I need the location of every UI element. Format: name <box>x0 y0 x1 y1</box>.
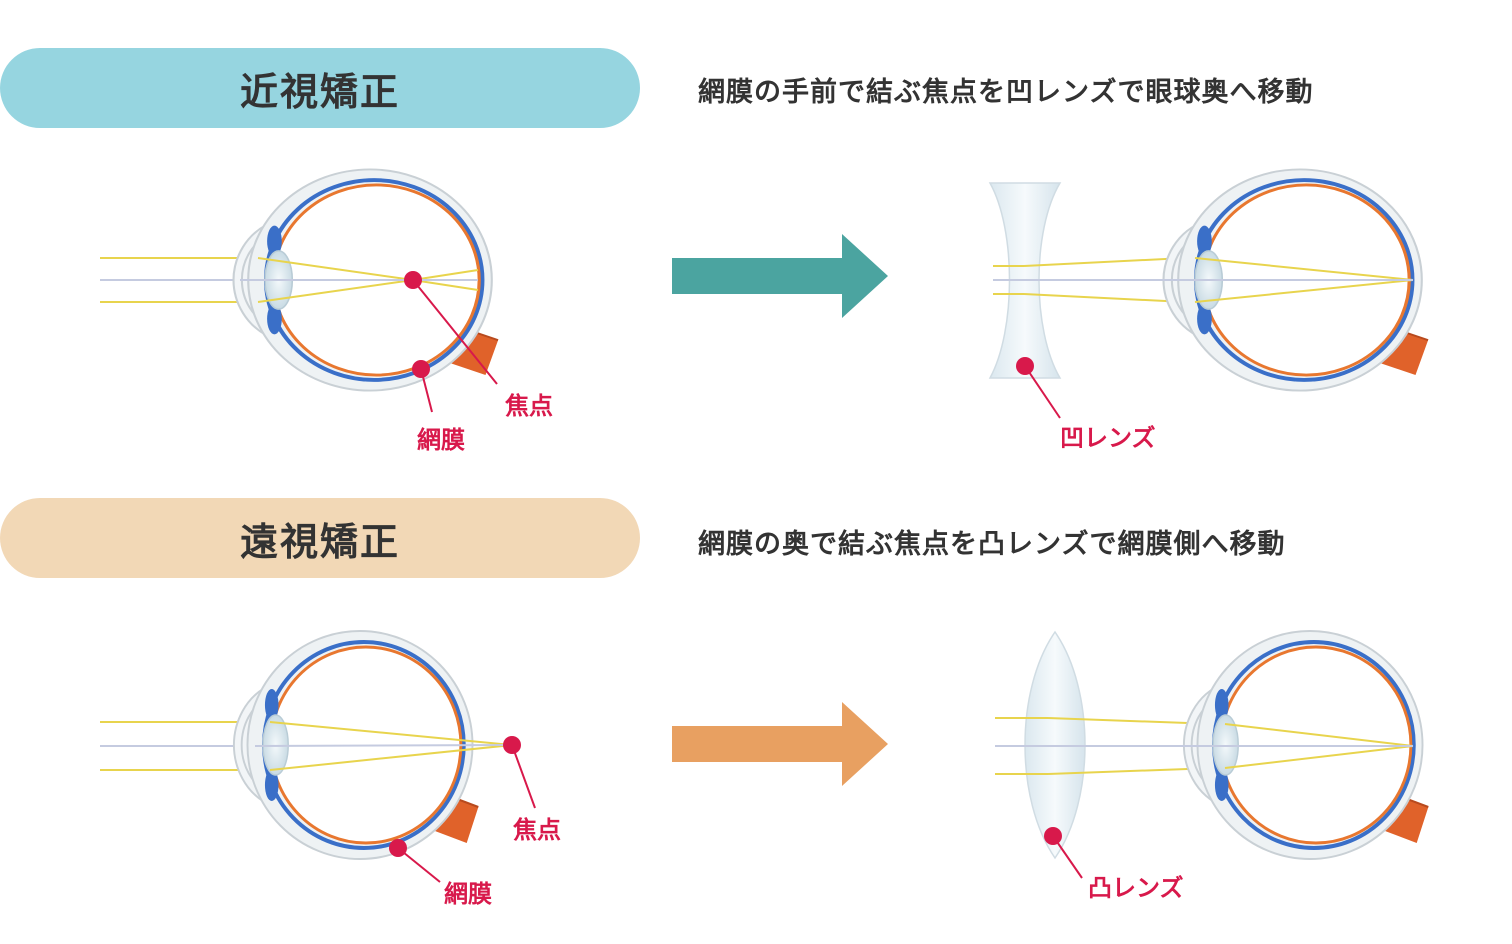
concave-lens-label: 凹レンズ <box>1060 424 1156 452</box>
hyperopia-retina-label: 網膜 <box>444 880 492 908</box>
focus-point-marker <box>404 271 422 289</box>
hyperopia-correction-title: 遠視矯正 <box>0 498 640 578</box>
right-arrow-icon <box>672 234 888 318</box>
myopia-correction-title: 近視矯正 <box>0 48 640 128</box>
hyperopia-description: 網膜の奥で結ぶ焦点を凸レンズで網膜側へ移動 <box>698 529 1286 560</box>
corrected-myopic-eye <box>988 169 1428 419</box>
myopic-eye <box>100 169 498 413</box>
myopia-description: 網膜の手前で結ぶ焦点を凹レンズで眼球奥へ移動 <box>698 77 1314 108</box>
convex-lens-marker <box>1044 827 1062 845</box>
convex-lens-label: 凸レンズ <box>1088 874 1184 902</box>
right-arrow-icon <box>672 702 888 786</box>
concave-lens-marker <box>1016 357 1034 375</box>
myopia-retina-label: 網膜 <box>417 426 465 454</box>
hyperopia-focus-label: 焦点 <box>513 816 561 844</box>
myopia-focus-label: 焦点 <box>505 392 553 420</box>
corrected-hyperopic-eye <box>995 629 1431 879</box>
retina-marker <box>389 839 407 857</box>
hyperopic-eye <box>100 629 536 883</box>
retina-marker <box>412 360 430 378</box>
focus-point-marker <box>503 736 521 754</box>
